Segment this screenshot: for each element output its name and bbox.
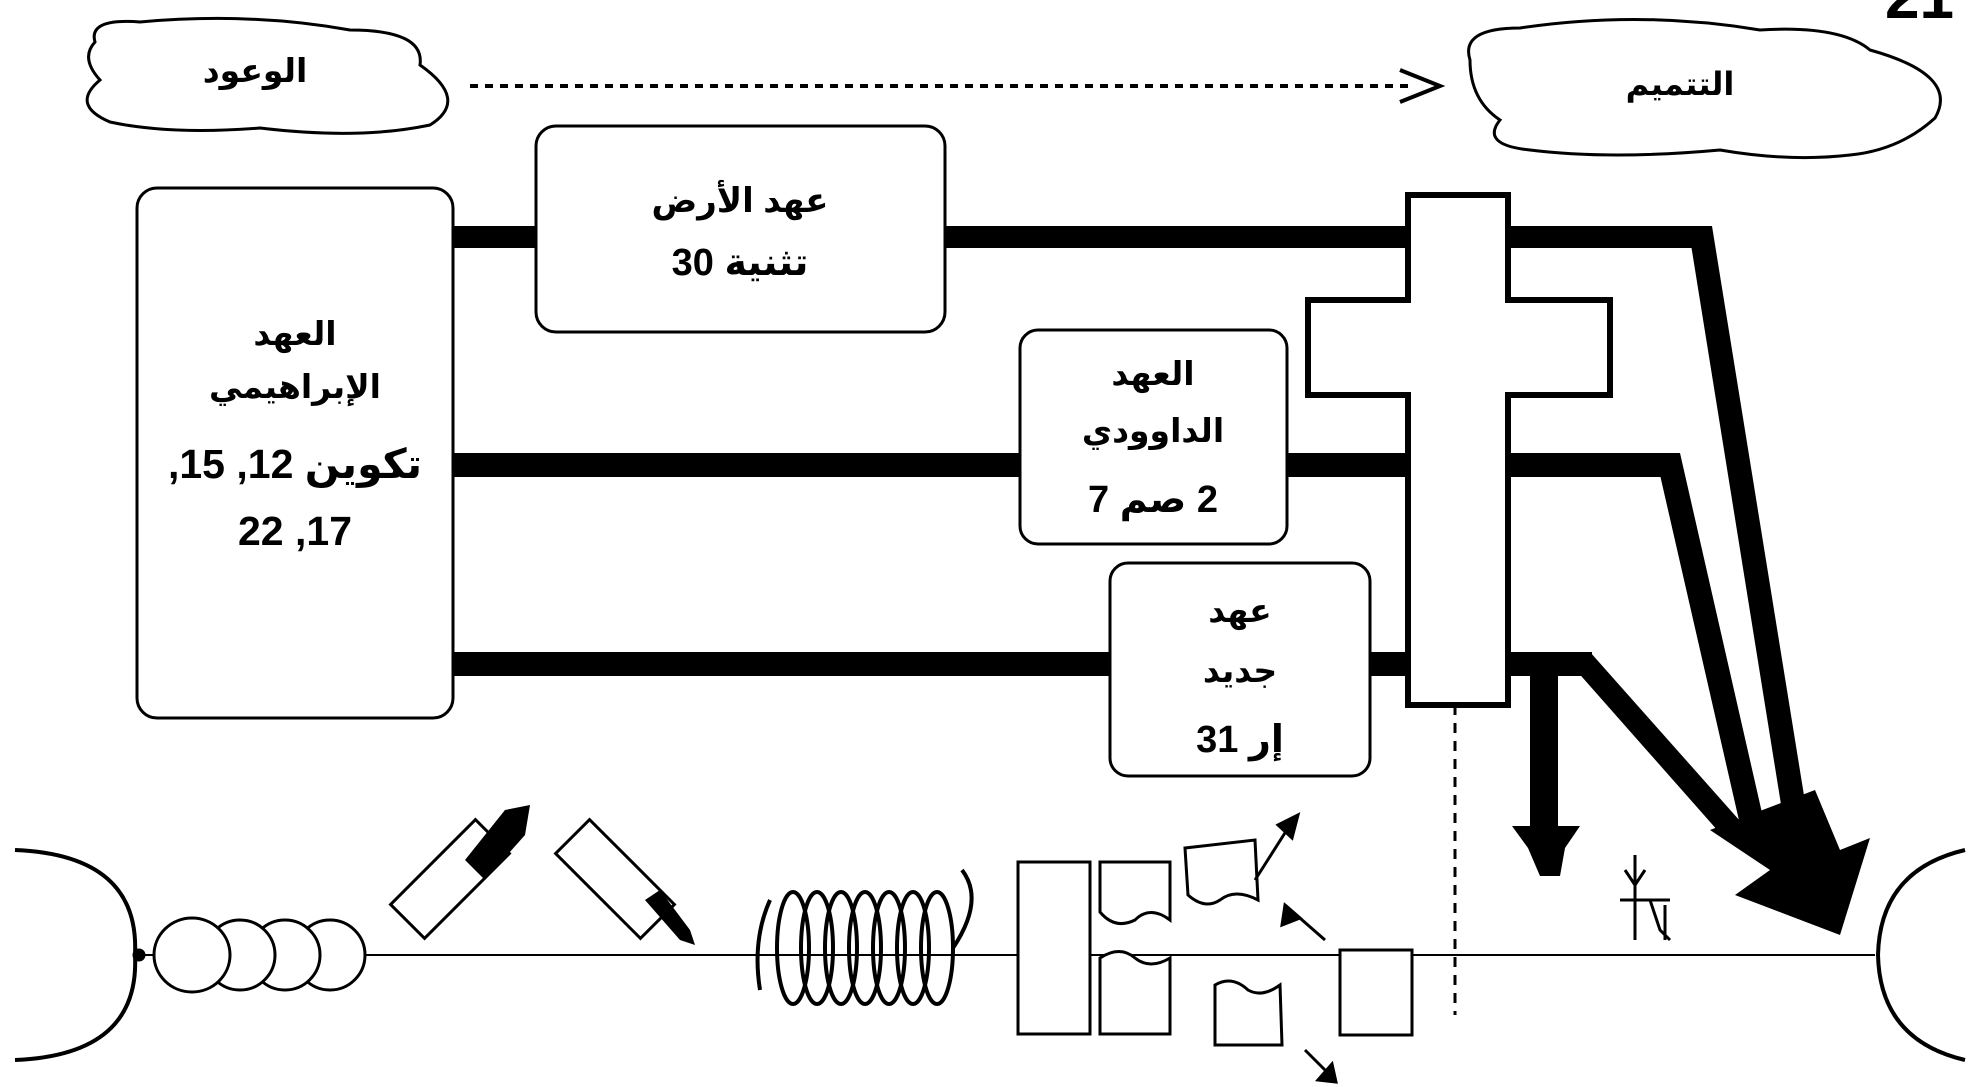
page-number: 21 <box>1885 0 1954 32</box>
land-covenant-title: عهد الأرض <box>651 179 828 221</box>
rising-block-icon <box>388 805 530 941</box>
dotted-arrow <box>470 68 1446 104</box>
davidic-title: العهد <box>1111 355 1194 394</box>
davidic-name: الداوودي <box>1082 412 1224 451</box>
split-blocks-icon <box>1016 838 1414 1047</box>
chain-links-icon <box>132 916 367 994</box>
fulfillment-label: التتميم <box>1626 66 1735 103</box>
fulfillment-cloud: التتميم <box>1467 18 1942 160</box>
land-covenant-box: عهد الأرض تثنية 30 <box>534 124 947 334</box>
small-arrow-head-icon <box>1512 826 1580 876</box>
new-covenant-box: عهد جديد إر 31 <box>1108 561 1372 778</box>
split-arrow-icon <box>1253 812 1338 1084</box>
fulfillment-arrows <box>1512 790 1870 935</box>
abrahamic-box: العهد الإبراهيمي تكوين 12, 15, 17, 22 <box>135 186 455 720</box>
promises-label: الوعود <box>203 52 308 91</box>
abrahamic-ref-1: تكوين 12, 15, <box>168 441 422 488</box>
land-covenant-ref: تثنية 30 <box>672 242 809 284</box>
new-covenant-name: جديد <box>1203 652 1277 689</box>
new-covenant-ref: إر 31 <box>1196 719 1284 762</box>
abrahamic-title: العهد <box>253 315 336 354</box>
abrahamic-name: الإبراهيمي <box>209 368 381 407</box>
davidic-covenant-box: العهد الداوودي 2 صم 7 <box>1018 328 1289 546</box>
cross-icon <box>1305 192 1613 1015</box>
davidic-ref: 2 صم 7 <box>1088 479 1218 522</box>
convergence-marks-icon <box>1620 855 1672 942</box>
promises-cloud: الوعود <box>85 16 450 135</box>
new-covenant-title: عهد <box>1208 592 1271 631</box>
abrahamic-ref-2: 17, 22 <box>238 508 352 554</box>
falling-block-icon <box>553 817 695 945</box>
large-arrow-head-icon <box>1710 790 1870 935</box>
coil-spring-icon <box>755 868 974 1006</box>
